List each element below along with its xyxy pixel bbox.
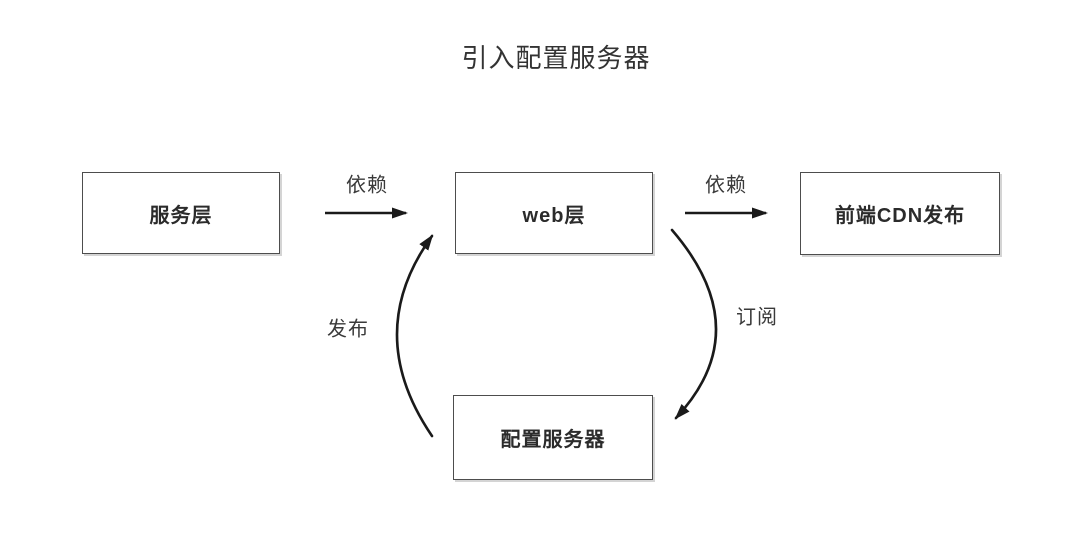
edge-label-publish: 发布 [327, 318, 369, 341]
node-config-server-label: 配置服务器 [500, 429, 606, 451]
node-cdn-publish: 前端CDN发布 [800, 172, 1000, 255]
diagram-title: 引入配置服务器 [461, 43, 651, 73]
arrow-subscribe-web-to-config [670, 228, 718, 420]
node-web-layer-label: web层 [522, 204, 586, 227]
edge-label-subscribe: 订阅 [736, 306, 778, 329]
arrow-publish-config-to-web [395, 234, 434, 438]
node-web-layer: web层 [455, 172, 653, 254]
node-service-layer: 服务层 [82, 172, 280, 254]
node-config-server: 配置服务器 [453, 395, 653, 480]
edge-label-depend-2: 依赖 [705, 174, 747, 197]
node-service-layer-label: 服务层 [149, 204, 213, 227]
edge-label-depend-1: 依赖 [346, 174, 388, 197]
node-cdn-publish-label: 前端CDN发布 [834, 205, 966, 227]
